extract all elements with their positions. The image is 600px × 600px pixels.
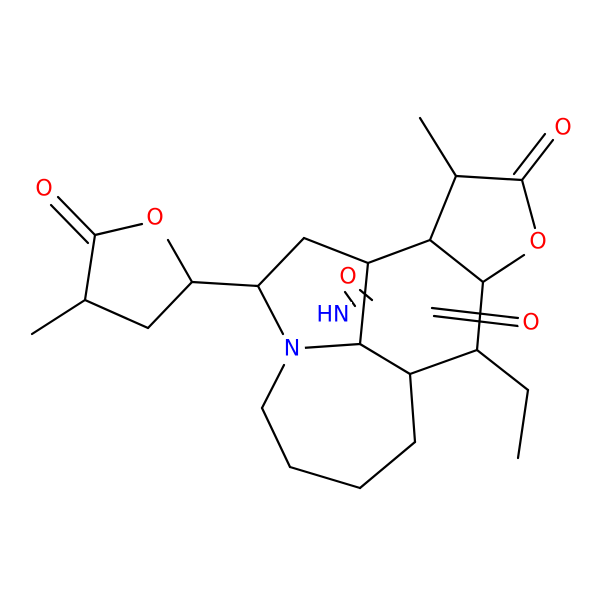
bond <box>146 280 194 330</box>
bond <box>408 348 479 376</box>
bond <box>418 116 458 178</box>
bond <box>475 280 485 352</box>
bond <box>430 306 520 320</box>
atom-label: O <box>146 206 163 231</box>
bond <box>428 238 485 284</box>
atom-label: O <box>339 265 356 290</box>
bond <box>358 261 370 346</box>
bond <box>190 280 260 288</box>
bond <box>83 233 97 302</box>
bond <box>288 465 362 490</box>
atom-label: O <box>35 177 52 202</box>
atom-label: O <box>522 311 539 336</box>
atom-label: O <box>554 116 571 141</box>
bond <box>302 236 370 265</box>
bond <box>408 372 417 444</box>
atom-labels: O O N O HN O O O <box>31 115 576 362</box>
bond <box>454 174 524 182</box>
bond <box>256 284 285 336</box>
oxygen-atom: O <box>550 115 576 141</box>
bond <box>520 178 537 230</box>
bonds <box>30 116 555 490</box>
bond <box>30 298 87 336</box>
bond <box>475 348 530 392</box>
bond <box>256 236 306 288</box>
bond <box>260 363 286 410</box>
bond <box>93 222 144 237</box>
bond <box>432 314 520 328</box>
bond <box>343 290 357 308</box>
oxygen-atom: O <box>336 265 360 290</box>
atom-label: HN <box>317 303 350 328</box>
oxygen-atom: O <box>142 205 168 231</box>
oxygen-atom: O <box>31 176 57 202</box>
bond <box>520 138 555 182</box>
oxygen-atom: O <box>518 310 544 336</box>
nh-group: HN <box>314 302 352 328</box>
bond <box>512 132 547 176</box>
bond <box>358 288 374 302</box>
bond <box>49 203 90 245</box>
bond <box>300 342 362 350</box>
bond <box>166 238 194 284</box>
oxygen-atom: O <box>525 229 551 255</box>
bond <box>83 298 150 330</box>
bond <box>260 406 292 469</box>
bond <box>358 342 412 376</box>
atom-label: N <box>284 337 300 362</box>
atom-label: O <box>529 230 546 255</box>
bond <box>366 238 432 265</box>
nitrogen-atom: N <box>279 336 305 362</box>
bond <box>56 195 97 237</box>
bond <box>516 388 530 460</box>
bond <box>428 174 458 242</box>
bond <box>358 440 417 490</box>
bond <box>481 253 526 284</box>
